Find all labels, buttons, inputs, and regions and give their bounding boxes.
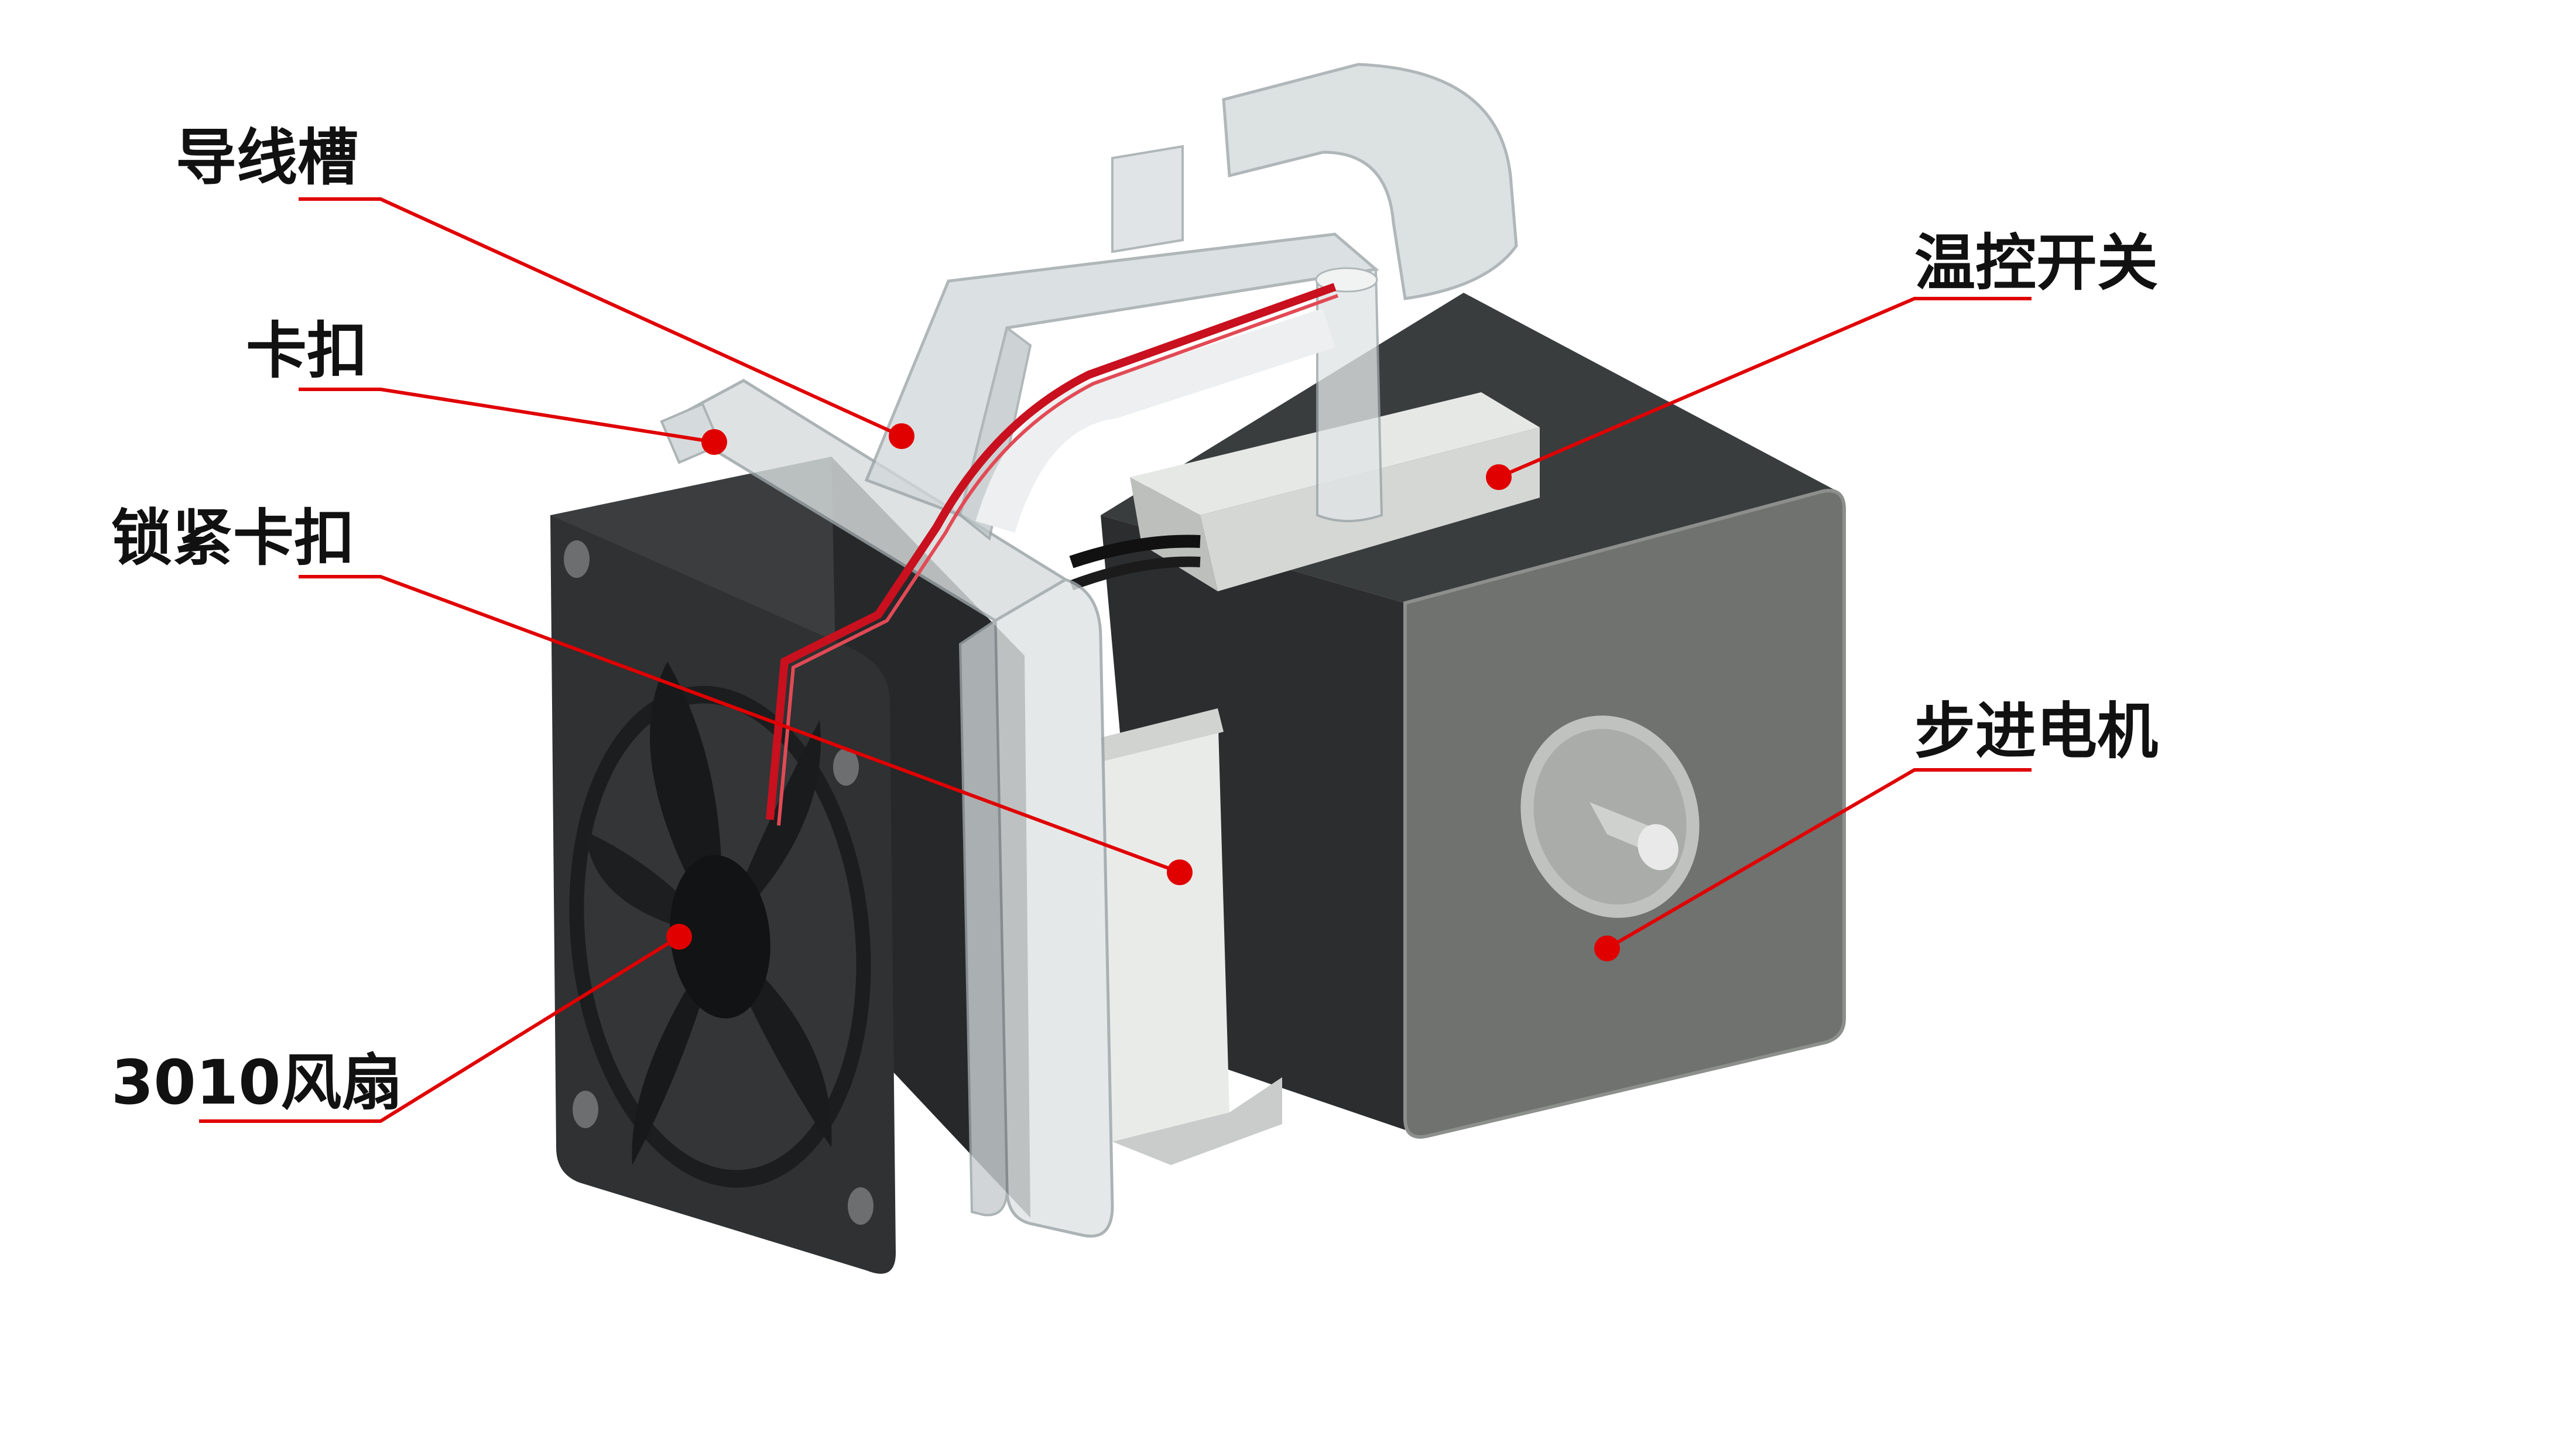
leader-line <box>199 935 680 1123</box>
callout-label: 3010风扇 <box>111 1047 402 1118</box>
locking-clip-illustration <box>1101 708 1282 1165</box>
leader-line <box>299 388 715 444</box>
callout-stepper-motor: 步进电机 <box>1594 696 2158 961</box>
leader-dot <box>1167 859 1193 885</box>
callout-label: 步进电机 <box>1914 696 2158 767</box>
callout-label: 锁紧卡扣 <box>111 502 355 574</box>
leader-dot <box>666 924 692 950</box>
callout-fan-3010: 3010风扇 <box>111 924 692 1123</box>
leader-dot <box>889 423 914 449</box>
leader-line <box>299 197 903 438</box>
leader-line <box>1606 768 2032 950</box>
callout-label: 温控开关 <box>1914 227 2158 299</box>
callout-locking-clip: 锁紧卡扣 <box>111 502 1193 885</box>
callout-label: 导线槽 <box>176 122 358 193</box>
wire-channel-illustration <box>864 63 1518 541</box>
leader-dot <box>1594 936 1620 961</box>
leader-line <box>299 575 1181 874</box>
callout-label: 卡扣 <box>246 315 368 386</box>
red-wire-illustration <box>766 283 1339 826</box>
callout-wire-channel: 导线槽 <box>176 122 914 449</box>
leader-dot <box>701 429 727 455</box>
leader-dot <box>1486 464 1512 490</box>
leader-line <box>1498 297 2032 479</box>
callout-clip: 卡扣 <box>246 315 727 455</box>
callout-thermal-switch: 温控开关 <box>1486 227 2158 490</box>
